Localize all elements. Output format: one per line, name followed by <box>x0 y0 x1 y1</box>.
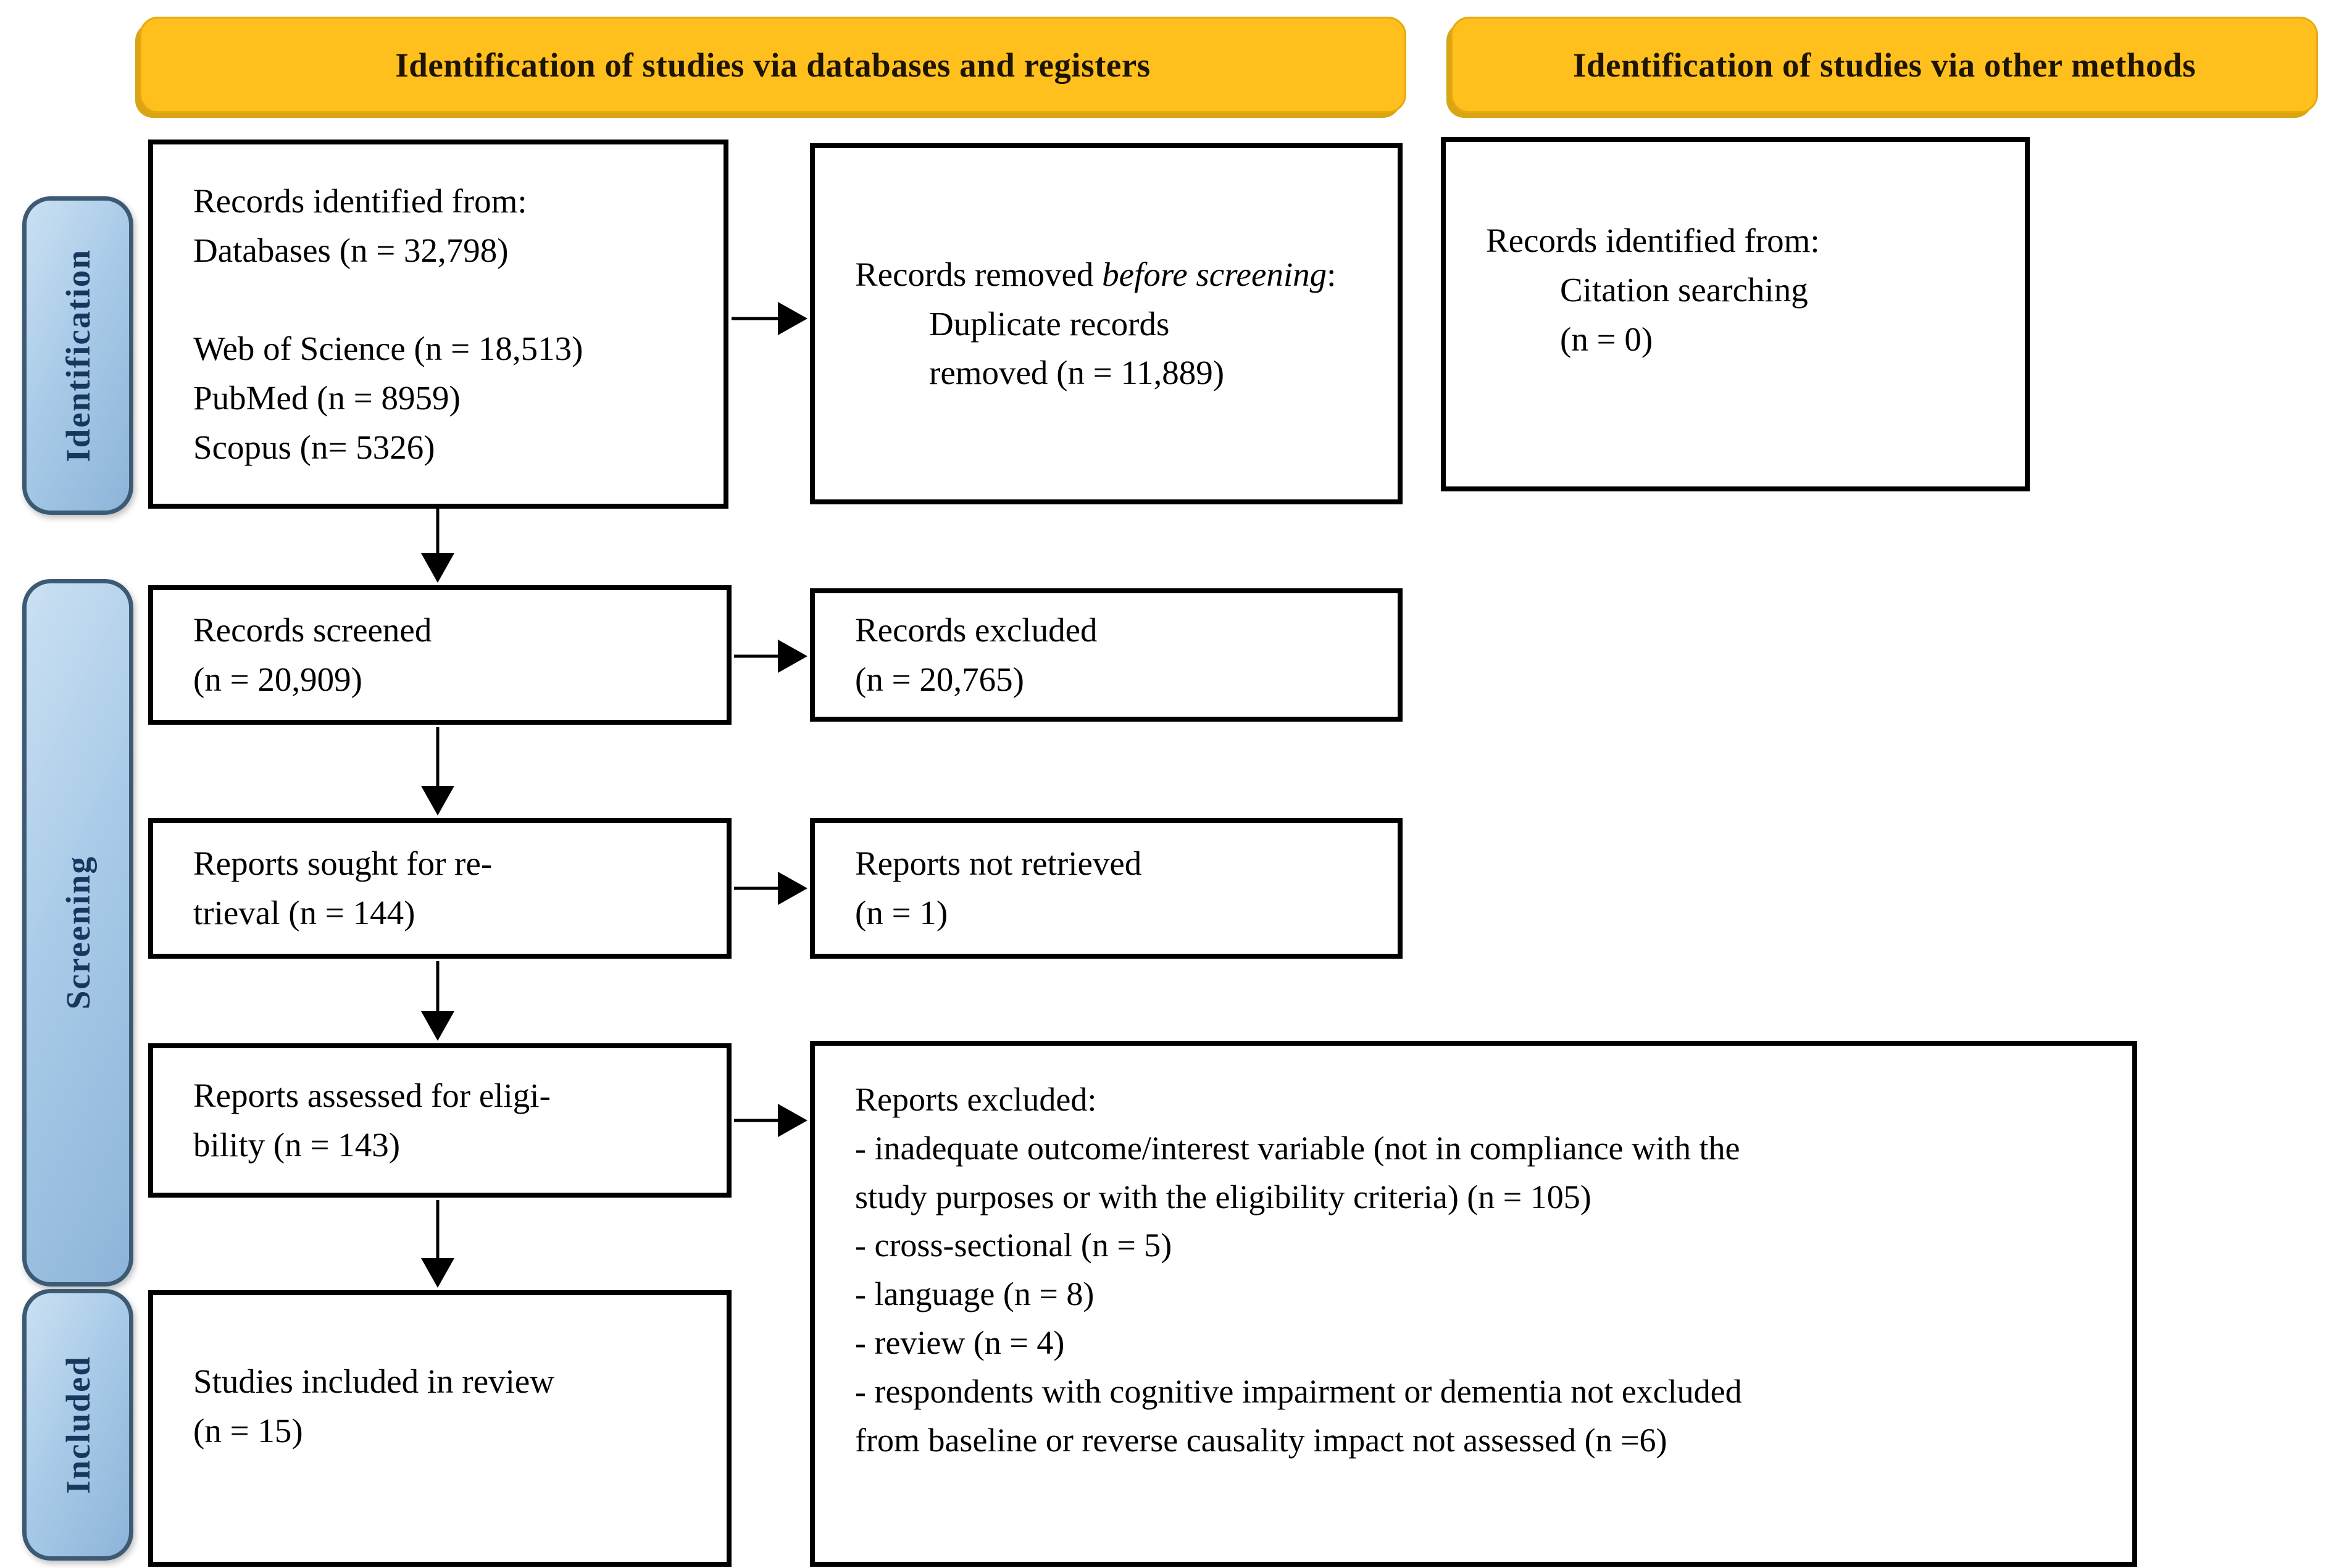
box-records-identified: Records identified from:Databases (n = 3… <box>148 140 728 509</box>
reports-not-retrieved-text: Reports not retrieved(n = 1) <box>855 844 1142 932</box>
arrow-sought-to-assessed <box>421 961 454 1041</box>
box-reports-sought: Reports sought for re-trieval (n = 144) <box>148 818 732 959</box>
banner-databases-registers-label: Identification of studies via databases … <box>395 46 1151 84</box>
records-screened-text: Records screened(n = 20,909) <box>193 611 432 698</box>
stage-included: Included <box>22 1289 133 1561</box>
box-reports-assessed: Reports assessed for eligi-bility (n = 1… <box>148 1043 732 1198</box>
arrow-screened-to-excluded <box>734 640 807 673</box>
reports-sought-text: Reports sought for re-trieval (n = 144) <box>193 844 493 932</box>
reports-excluded-reasons-list: - inadequate outcome/interest variable (… <box>855 1129 1742 1459</box>
reports-excluded-reasons-title: Reports excluded: <box>855 1081 1097 1118</box>
stage-screening: Screening <box>22 579 133 1287</box>
records-removed-title: Records removed before screening: <box>855 255 1337 293</box>
citation-searching-title: Records identified from: <box>1486 222 1820 259</box>
italic-before-screening: before screening <box>1102 255 1327 293</box>
stage-identification-label: Identification <box>59 249 97 462</box>
stage-included-label: Included <box>59 1356 97 1494</box>
citation-searching-detail: Citation searching(n = 0) <box>1560 270 1808 358</box>
box-records-removed: Records removed before screening: Duplic… <box>810 143 1403 504</box>
box-reports-excluded-reasons: Reports excluded: - inadequate outcome/i… <box>810 1041 2137 1567</box>
banner-other-methods: Identification of studies via other meth… <box>1451 17 2318 113</box>
box-citation-searching: Records identified from: Citation search… <box>1441 137 2030 491</box>
banner-databases-registers: Identification of studies via databases … <box>140 17 1406 113</box>
box-records-screened: Records screened(n = 20,909) <box>148 585 732 725</box>
stage-identification: Identification <box>22 196 133 515</box>
arrow-identified-to-screened <box>421 509 454 583</box>
arrow-assessed-to-excluded-reasons <box>734 1104 807 1137</box>
box-studies-included: Studies included in review(n = 15) <box>148 1290 732 1567</box>
stage-screening-label: Screening <box>59 856 97 1010</box>
banner-other-methods-label: Identification of studies via other meth… <box>1573 46 2196 84</box>
box-records-excluded: Records excluded(n = 20,765) <box>810 588 1403 722</box>
reports-assessed-text: Reports assessed for eligi-bility (n = 1… <box>193 1077 551 1164</box>
records-excluded-text: Records excluded(n = 20,765) <box>855 611 1098 698</box>
studies-included-text: Studies included in review(n = 15) <box>193 1362 555 1449</box>
arrow-assessed-to-included <box>421 1200 454 1288</box>
records-identified-text: Records identified from:Databases (n = 3… <box>193 181 583 466</box>
arrow-identified-to-removed <box>732 302 807 335</box>
arrow-sought-to-not-retrieved <box>734 872 807 905</box>
arrow-screened-to-sought <box>421 727 454 815</box>
box-reports-not-retrieved: Reports not retrieved(n = 1) <box>810 818 1403 959</box>
